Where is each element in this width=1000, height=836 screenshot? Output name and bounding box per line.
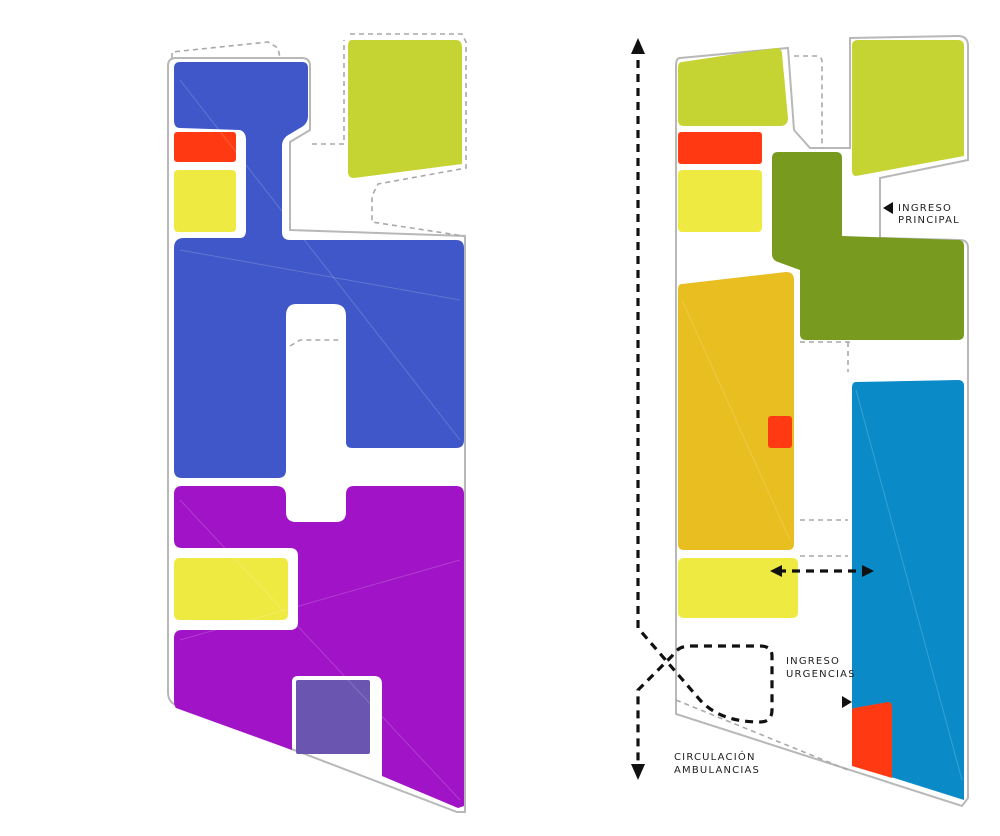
left-yellow-zone-bottom: [174, 558, 288, 620]
ambulance-circulation-label-line2: AMBULANCIAS: [674, 765, 760, 776]
emergency-entrance-label: INGRESO URGENCIAS: [786, 656, 856, 680]
ambulance-arrow-head-down: [631, 764, 645, 780]
internal-connection-arrow: [770, 565, 874, 577]
emergency-entrance-label-line2: URGENCIAS: [786, 669, 856, 680]
right-olive-zone: [772, 152, 964, 340]
ambulance-circulation-label-line1: CIRCULACIÓN: [674, 750, 756, 763]
right-lime-zone-small: [678, 48, 788, 126]
left-blue-zone: [174, 62, 464, 478]
right-site-outline: [675, 34, 969, 808]
main-entrance-label-line2: PRINCIPAL: [898, 215, 960, 226]
right-orange-zone: [678, 272, 794, 550]
right-red-zone-middle: [768, 416, 792, 448]
connection-arrow-head-left: [770, 565, 782, 577]
texture-lines: [179, 79, 963, 801]
main-entrance-label-line1: INGRESO: [898, 203, 952, 214]
main-entrance-label: INGRESO PRINCIPAL: [898, 203, 960, 226]
ambulance-arrow-head-up: [631, 38, 645, 54]
right-lime-zone-large: [852, 40, 964, 176]
connection-arrow-head-right: [862, 565, 874, 577]
left-red-zone: [174, 132, 236, 162]
emergency-entrance-label-line1: INGRESO: [786, 656, 840, 667]
right-plan: INGRESO PRINCIPAL INGRESO URGENCIAS CIRC…: [631, 34, 969, 808]
ambulance-circulation-label: CIRCULACIÓN AMBULANCIAS: [674, 750, 760, 776]
left-upper-right-dashed: [312, 33, 467, 237]
ambulance-vertical-arrow: [636, 46, 774, 772]
left-middle-dashed: [289, 339, 340, 347]
ambulance-circulation-arrows: [631, 38, 774, 780]
left-slate-zone: [296, 680, 370, 754]
left-plan: [167, 33, 467, 813]
emergency-entrance-triangle-right-icon: [842, 696, 852, 708]
right-cyan-zone: [852, 380, 964, 800]
left-yellow-zone-top: [174, 170, 236, 232]
right-yellow-zone-bottom: [678, 558, 798, 618]
right-upper-dashed: [794, 55, 823, 148]
left-top-dashed: [171, 41, 281, 59]
left-lime-zone: [348, 40, 462, 178]
right-red-zone-top: [678, 132, 762, 164]
main-entrance-triangle-left-icon: [883, 202, 893, 214]
left-purple-zone: [174, 486, 464, 808]
right-yellow-zone-top: [678, 170, 762, 232]
right-red-zone-bottom: [852, 702, 892, 778]
